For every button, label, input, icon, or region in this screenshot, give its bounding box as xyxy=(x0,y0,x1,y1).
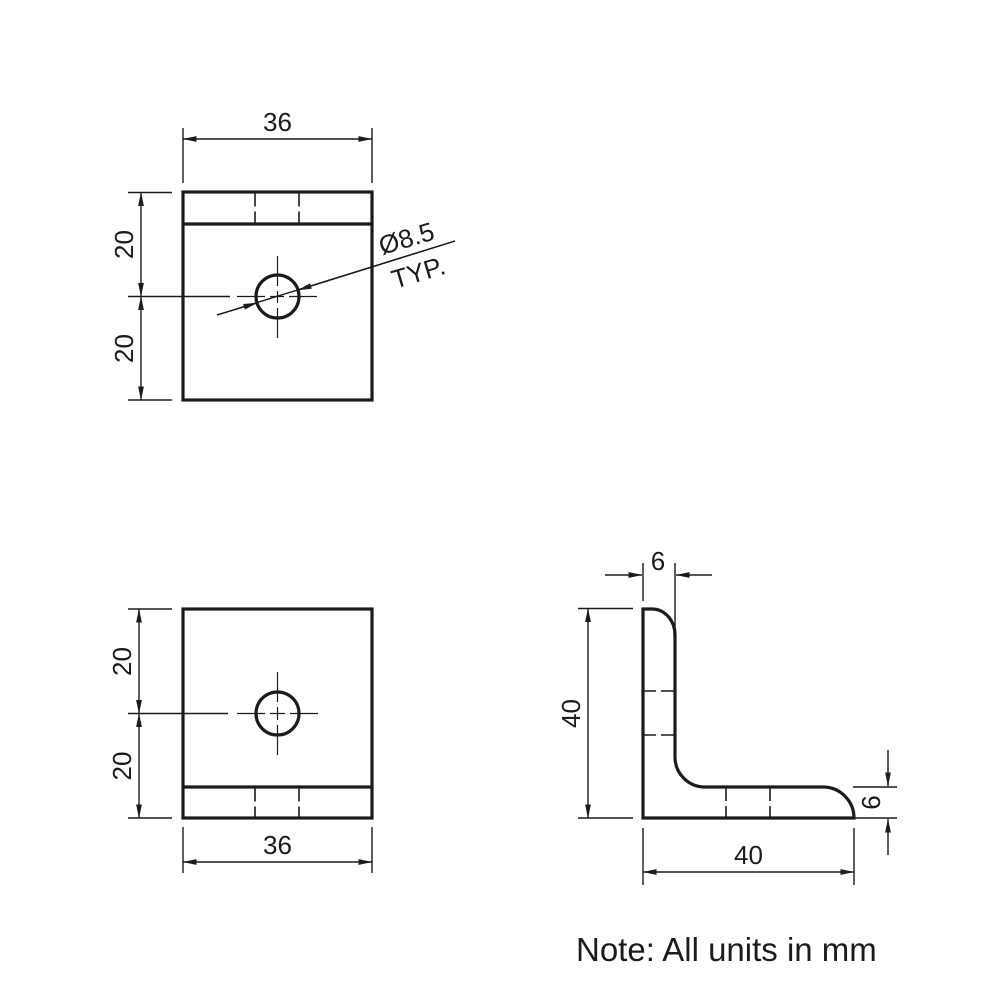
side-view-width-dimension: 40 xyxy=(642,828,855,885)
leader-arrow-lower xyxy=(216,302,258,316)
front-view-height-dimensions: 20 20 xyxy=(107,608,228,819)
hole-diameter-callout: Ø8.5 TYP. xyxy=(216,216,456,316)
side-view-l-profile-outline xyxy=(641,607,856,820)
hole-typ-text: TYP. xyxy=(388,250,449,294)
front-view: 20 20 36 xyxy=(107,607,374,873)
top-view-height-dimensions: 20 20 xyxy=(109,191,230,401)
side-view: 6 40 40 6 xyxy=(556,546,897,885)
dimension-text: 40 xyxy=(556,699,586,728)
dimension-text: 36 xyxy=(263,107,292,137)
dimension-text: 20 xyxy=(107,752,137,781)
side-view-top-thickness-dimension: 6 xyxy=(605,546,712,635)
top-view-width-dimension: 36 xyxy=(182,107,373,183)
units-note-text: Note: All units in mm xyxy=(576,931,877,968)
dimension-text: 20 xyxy=(107,647,137,676)
dimension-text: 20 xyxy=(109,334,139,363)
dimension-text: 6 xyxy=(651,546,665,576)
dimension-text: 36 xyxy=(263,830,292,860)
side-view-height-dimension: 40 xyxy=(556,607,633,819)
dimension-text: 6 xyxy=(856,795,886,809)
leader-arrow-upper xyxy=(297,240,456,291)
front-view-width-dimension: 36 xyxy=(182,827,373,873)
dimension-text: 40 xyxy=(734,840,763,870)
top-view: 36 20 20 Ø8.5 TYP. xyxy=(109,107,456,402)
dimension-text: 20 xyxy=(109,230,139,259)
side-view-right-thickness-dimension: 6 xyxy=(853,750,897,855)
